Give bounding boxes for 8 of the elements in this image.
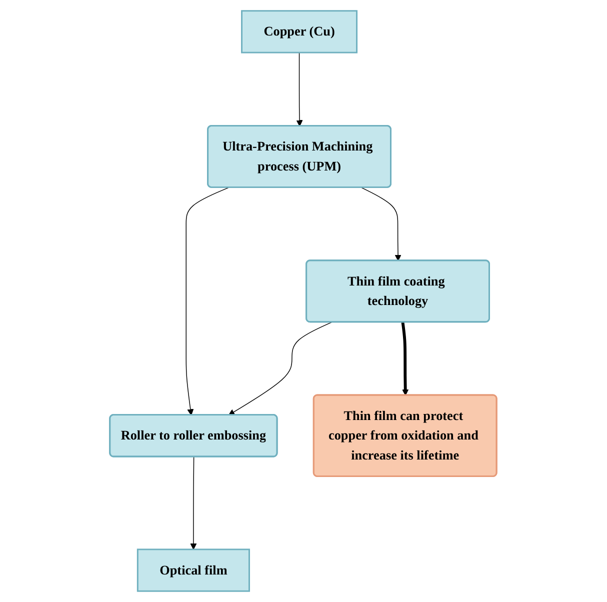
node-box: Copper (Cu): [241, 10, 358, 54]
node-box: Optical film: [137, 548, 250, 592]
arrow: [186, 187, 230, 416]
arrow: [190, 456, 197, 550]
arrow: [228, 322, 332, 416]
arrow: [296, 52, 304, 126]
arrow: [361, 187, 402, 262]
arrow: [402, 322, 409, 396]
